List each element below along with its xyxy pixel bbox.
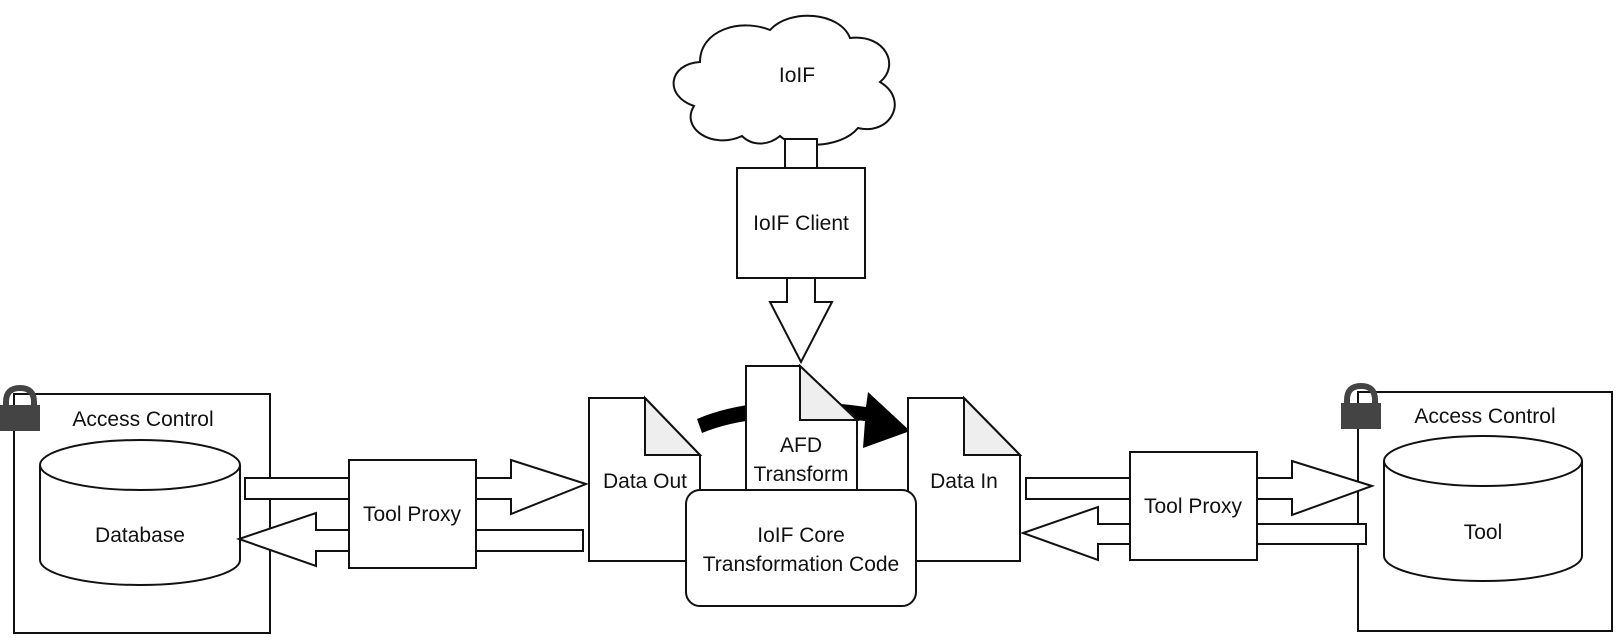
right-proxy-label: Tool Proxy	[1144, 495, 1243, 518]
database-cylinder: Database	[39, 439, 241, 586]
afd-label-line2: Transform	[754, 463, 849, 486]
tool-label: Tool	[1464, 521, 1503, 544]
lock-icon	[0, 384, 40, 431]
data-in-fold	[963, 395, 1023, 456]
left-proxy-label: Tool Proxy	[363, 503, 462, 526]
iolf-client-node: IoIF Client	[736, 167, 866, 279]
client-down-arrow	[768, 277, 834, 365]
data-out-label: Data Out	[603, 470, 687, 493]
left-tool-proxy-node: Tool Proxy	[348, 459, 477, 569]
afd-doc-fold	[799, 363, 860, 421]
left-out-arrow-to-proxy	[244, 477, 351, 500]
iolf-core-node: IoIF Core Transformation Code	[685, 489, 917, 607]
right-tool-to-proxy-bar	[1256, 523, 1367, 545]
right-proxy-to-tool-arrow	[1256, 459, 1376, 517]
data-out-doc: Data Out	[588, 395, 703, 562]
right-access-label: Access Control	[1414, 405, 1555, 428]
cloud-client-connector	[784, 138, 818, 169]
left-data-out-to-proxy-bar	[475, 529, 584, 552]
core-label-line2: Transformation Code	[703, 553, 899, 576]
left-access-label: Access Control	[72, 408, 213, 431]
left-in-arrow-to-database	[235, 511, 350, 568]
data-in-label: Data In	[930, 470, 998, 493]
database-label: Database	[95, 524, 185, 547]
right-proxy-to-data-in-arrow	[1019, 505, 1131, 562]
data-in-doc: Data In	[907, 395, 1023, 562]
cloud-icon	[672, 14, 896, 146]
tool-cylinder: Tool	[1383, 435, 1583, 582]
core-label-line1: IoIF Core	[757, 524, 845, 547]
afd-label-line1: AFD	[780, 434, 822, 457]
cloud-label: IoIF	[779, 64, 815, 87]
right-tool-proxy-node: Tool Proxy	[1129, 451, 1258, 561]
left-proxy-to-data-out-arrow	[475, 458, 589, 516]
afd-transform-doc: AFD Transform	[745, 363, 860, 501]
right-data-in-to-proxy-bar	[1025, 477, 1132, 500]
data-out-fold	[644, 395, 703, 456]
lock-icon	[1341, 382, 1381, 429]
client-label: IoIF Client	[753, 212, 849, 235]
cloud-node: IoIF	[672, 14, 896, 146]
